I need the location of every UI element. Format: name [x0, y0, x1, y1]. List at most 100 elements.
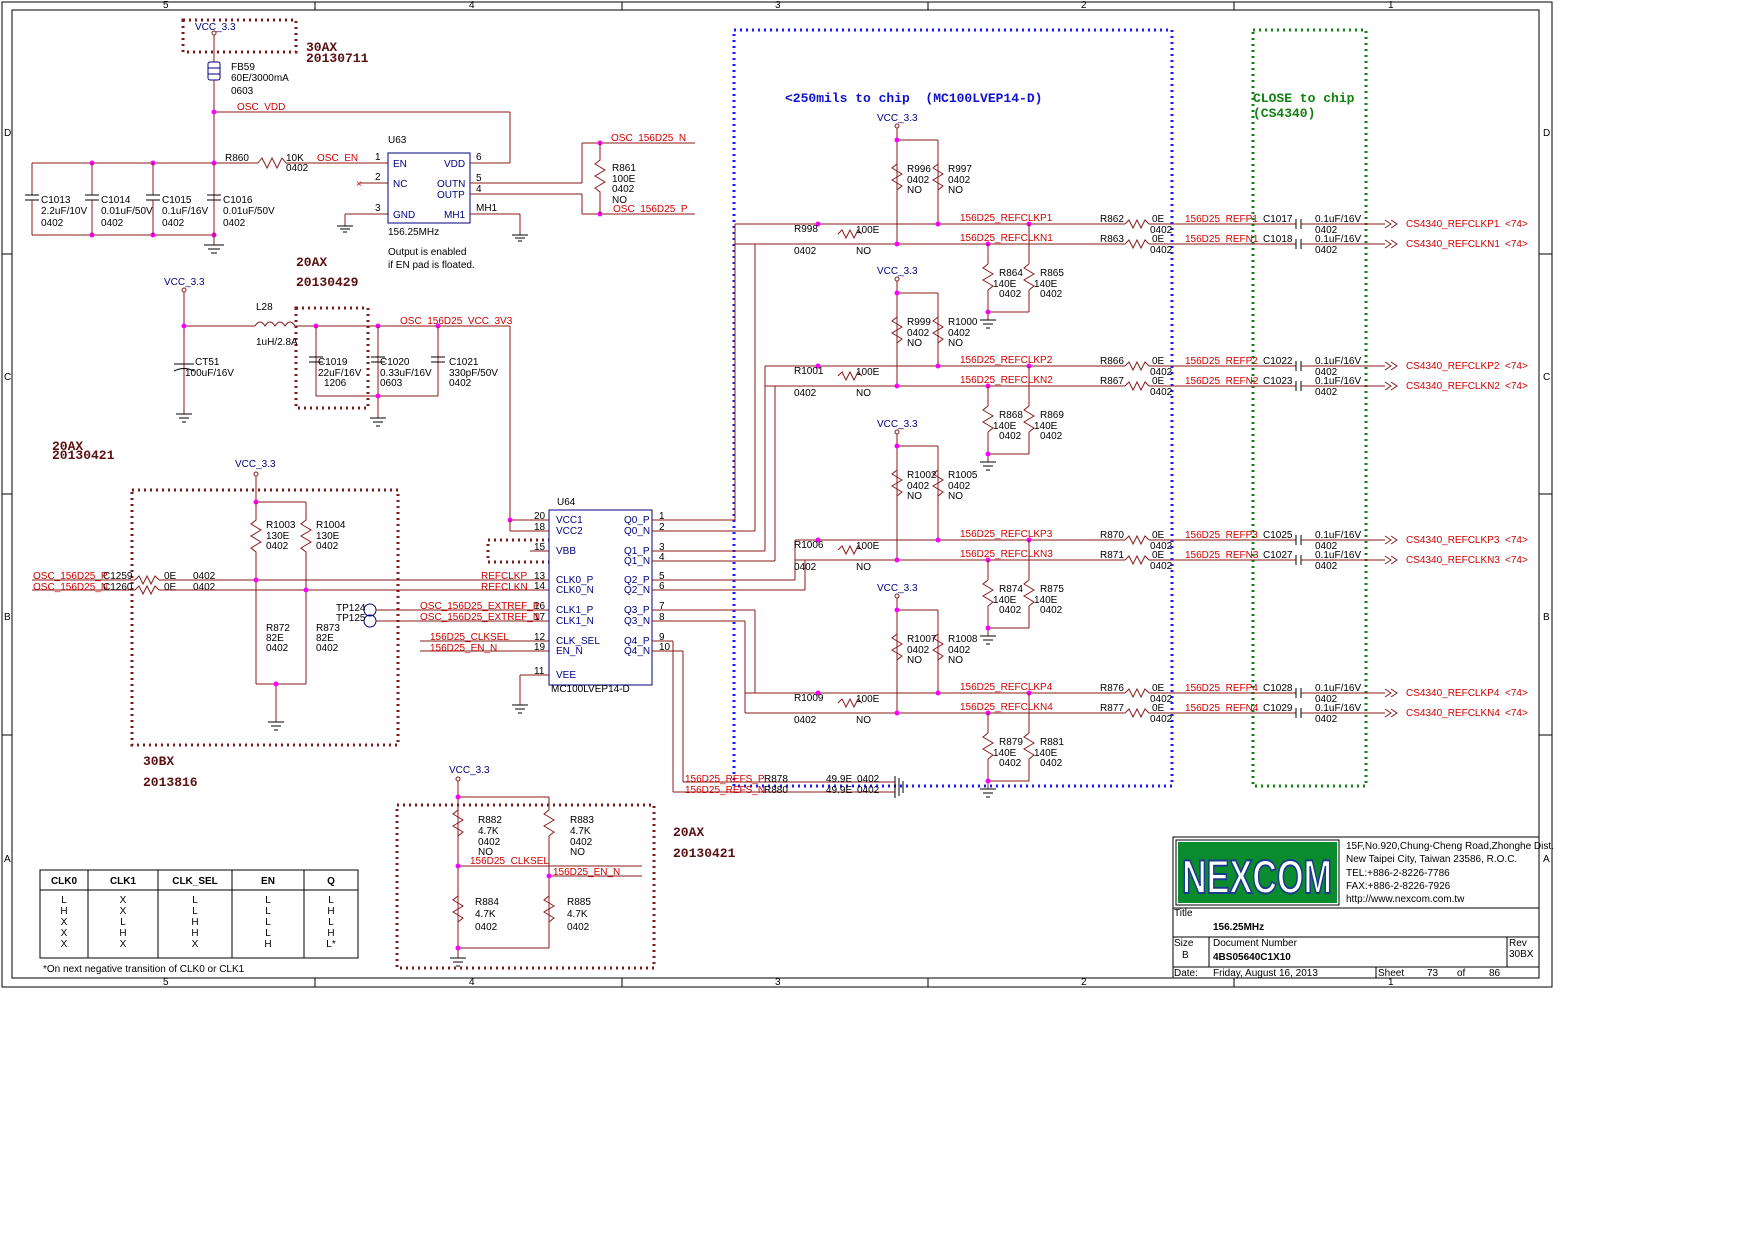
ch3-pd1-value: 140E: [993, 748, 1017, 759]
ch2-ref-p: <74>: [1505, 535, 1528, 546]
r878-pkg: 0402: [857, 774, 880, 785]
ch3-pu2-pkg: 0402: [948, 645, 971, 656]
zone-top-2: 2: [1081, 0, 1087, 11]
placement-note-cs4340: (CS4340): [1253, 106, 1315, 121]
truth-header-3: EN: [261, 876, 275, 887]
oscillator-u63: [387, 152, 471, 224]
osc-note-line1: Output is enabled: [388, 247, 466, 258]
truth-cell: L: [265, 928, 271, 939]
truth-cell: X: [120, 895, 127, 906]
rev-note-4: 30BX: [143, 754, 174, 769]
truth-cell: L: [192, 895, 198, 906]
size-value: B: [1182, 950, 1189, 961]
u64-pin-right-3: Q1_N: [624, 556, 650, 567]
resistor-r877: [1124, 707, 1150, 719]
truth-cell: L: [265, 895, 271, 906]
u64-pin-right-4: Q2_P: [624, 575, 650, 586]
rev-date-3: 20130421: [52, 448, 115, 463]
net-extref-p: OSC_156D25_EXTREF_P: [420, 601, 540, 612]
resistor-r881: [1023, 732, 1035, 760]
sheet-label: Sheet: [1378, 968, 1404, 979]
net-clksel-pull: 156D25_CLKSEL: [470, 856, 549, 867]
rev-date-2: 20130429: [296, 275, 359, 290]
r885-value: 4.7K: [567, 909, 588, 920]
ch0-ser-pkg: 0402: [794, 246, 817, 257]
resistor-r1004-r873: [300, 502, 312, 684]
ch0-cp-pkg: 0402: [1315, 225, 1338, 236]
net-en-pull: 156D25_EN_N: [553, 867, 620, 878]
ch1-net-fn: 156D25_REFN2: [1185, 376, 1259, 387]
ch3-pu2-no: NO: [948, 655, 963, 666]
ch1-rp-ref: R866: [1100, 356, 1124, 367]
truth-cell: H: [191, 928, 198, 939]
u63-num-6: 6: [476, 152, 482, 163]
resistor-r869: [1023, 405, 1035, 433]
cap-top-value-3: 0.01uF/50V: [223, 206, 275, 217]
ch0-ref-p: <74>: [1505, 219, 1528, 230]
u64-num-right-0: 1: [659, 511, 665, 522]
u64-num-right-1: 2: [659, 522, 665, 533]
ch2-ser-ref: R1006: [794, 540, 824, 551]
r1004-ref: R1004: [316, 520, 346, 531]
r873-ref: R873: [316, 623, 340, 634]
docnum-value: 4BS05640C1X10: [1213, 952, 1291, 963]
u64-pin-left-2: VBB: [556, 546, 576, 557]
ch2-pd2-pkg: 0402: [1040, 605, 1063, 616]
resistor-r883: [543, 797, 555, 948]
ch0-rn-value: 0E: [1152, 234, 1165, 245]
resistor-r1008: [932, 633, 944, 661]
resistor-r999: [891, 316, 903, 344]
ch1-net-fp: 156D25_REFP2: [1185, 356, 1258, 367]
ch1-pu1-ref: R999: [907, 317, 931, 328]
address-url: http://www.nexcom.com.tw: [1346, 894, 1465, 905]
resistor-r876: [1124, 687, 1150, 699]
resistor-c1260: [134, 584, 160, 596]
ch0-pu2-pkg: 0402: [948, 175, 971, 186]
r882-value: 4.7K: [478, 826, 499, 837]
u64-num-right-3: 4: [659, 552, 665, 563]
u63-value: 156.25MHz: [388, 227, 439, 238]
net-extref-n: OSC_156D25_EXTREF_N: [420, 612, 540, 623]
truth-cell: H: [327, 906, 334, 917]
size-label: Size: [1174, 938, 1194, 949]
r860-ref: R860: [225, 153, 249, 164]
ch3-rn-pkg: 0402: [1150, 714, 1173, 725]
c1259-value: 0E: [164, 571, 177, 582]
r1003-value: 130E: [266, 531, 290, 542]
ch2-out-p: CS4340_REFCLKP3: [1406, 535, 1500, 546]
u64-num-left-3: 13: [534, 571, 546, 582]
fb59-value: 60E/3000mA: [231, 73, 289, 84]
ch3-out-n: CS4340_REFCLKN4: [1406, 708, 1500, 719]
ch2-cp-value: 0.1uF/16V: [1315, 530, 1361, 541]
u63-num-1: 1: [375, 152, 381, 163]
u64-pin-right-9: Q4_N: [624, 646, 650, 657]
ch0-ser-ref: R998: [794, 224, 818, 235]
zone-top-3: 3: [775, 0, 781, 11]
sheet-total: 86: [1489, 968, 1501, 979]
r882-ref: R882: [478, 815, 502, 826]
ch3-net-n: 156D25_REFCLKN4: [960, 702, 1053, 713]
r878-ref: R878: [764, 774, 788, 785]
cap-mid-pkg-2: 0402: [449, 378, 472, 389]
net-refclkp: REFCLKP: [481, 571, 527, 582]
cap-top-ref-1: C1014: [101, 195, 131, 206]
ch2-pu1-no: NO: [907, 491, 922, 502]
r1003-pkg: 0402: [266, 541, 289, 552]
u64-ref: U64: [557, 497, 576, 508]
ch0-net-n: 156D25_REFCLKN1: [960, 233, 1053, 244]
ch2-pu1-ref: R1002: [907, 470, 937, 481]
r1004-pkg: 0402: [316, 541, 339, 552]
truth-cell: H: [327, 928, 334, 939]
cap-mid-ref-1: C1020: [380, 357, 410, 368]
ct51-value: 100uF/16V: [185, 368, 234, 379]
ch1-pd1-ref: R868: [999, 410, 1023, 421]
ch0-pd1-value: 140E: [993, 279, 1017, 290]
ch2-net-n: 156D25_REFCLKN3: [960, 549, 1053, 560]
resistor-r1007: [891, 633, 903, 661]
c1260-pkg: 0402: [193, 582, 216, 593]
r861-value: 100E: [612, 174, 636, 185]
u64-pin-left-1: VCC2: [556, 526, 583, 537]
net-osc-p-out: OSC_156D25_P: [613, 204, 688, 215]
truth-cell: L: [265, 906, 271, 917]
